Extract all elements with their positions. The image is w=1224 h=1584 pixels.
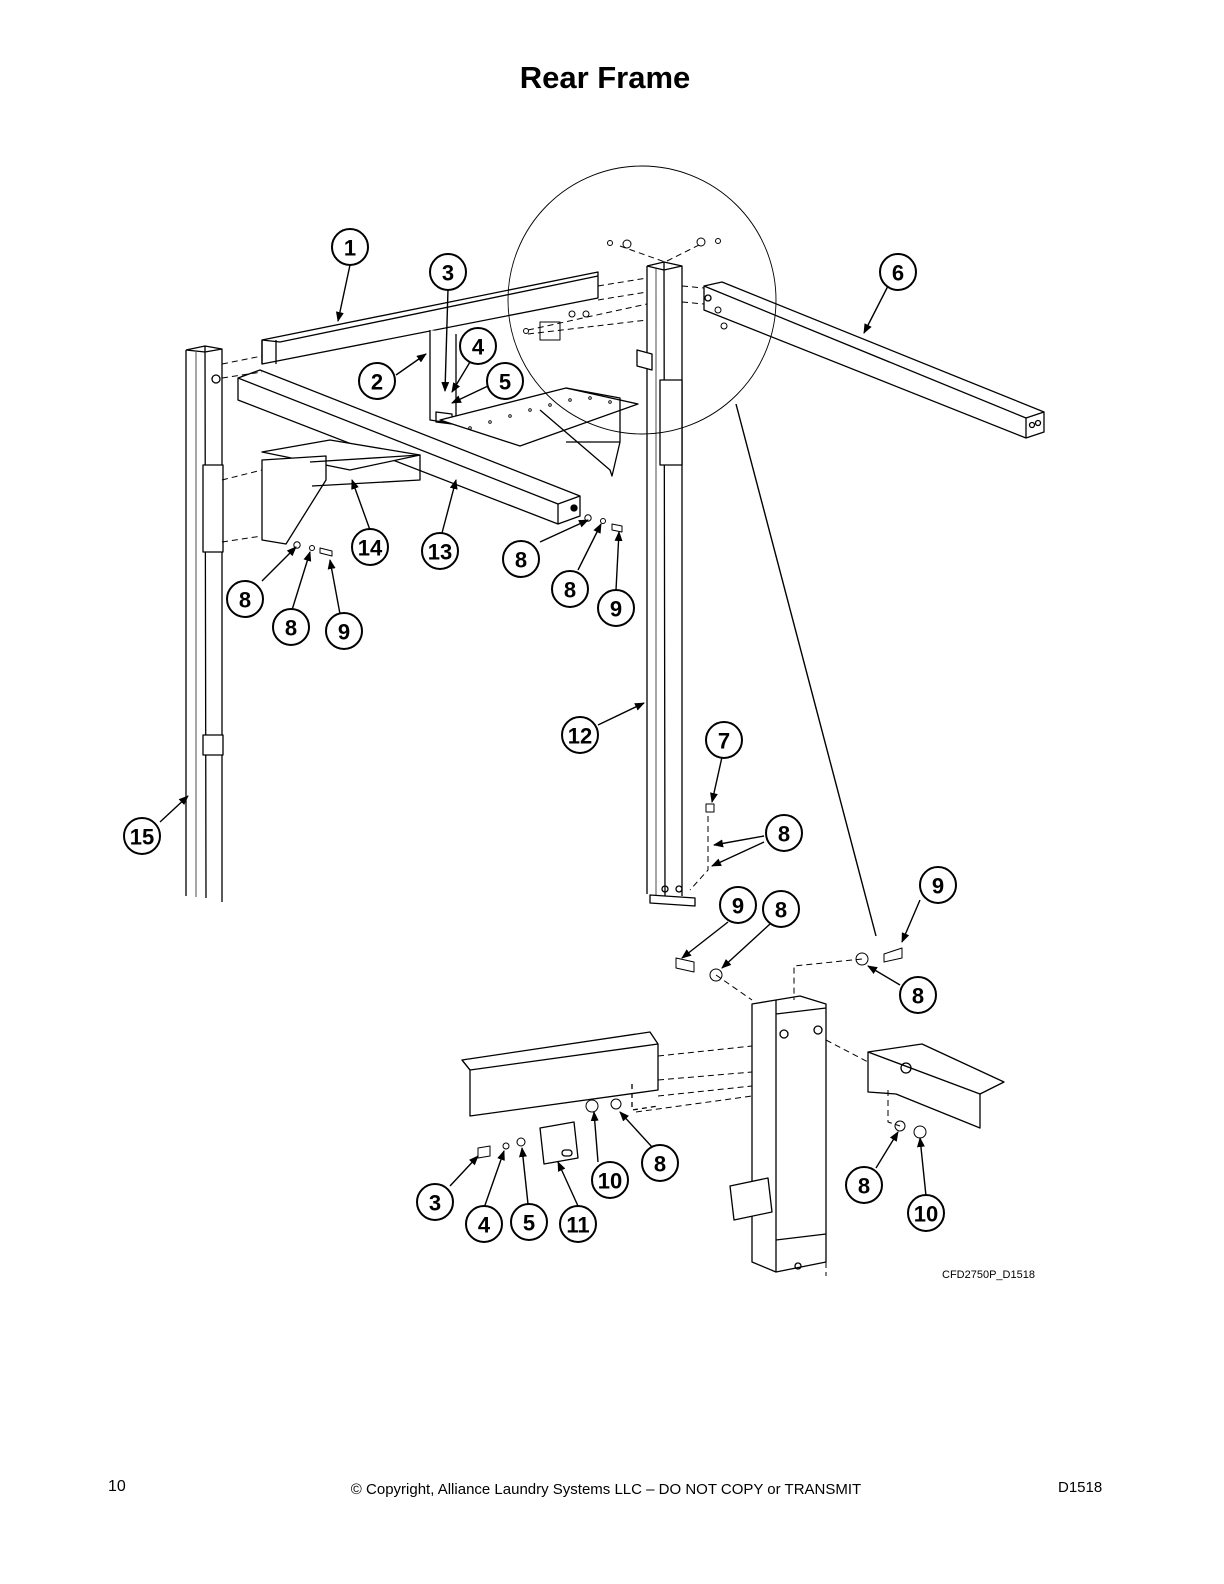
right-side-beam xyxy=(703,281,1045,439)
svg-text:4: 4 xyxy=(478,1213,491,1238)
left-upright-post xyxy=(185,345,224,902)
svg-text:10: 10 xyxy=(598,1169,622,1194)
callout-8: 8 xyxy=(899,976,937,1014)
leader-arrows xyxy=(159,264,927,1209)
callout-2: 2 xyxy=(358,362,396,400)
callout-14: 14 xyxy=(351,528,389,566)
detail-circle xyxy=(507,165,777,435)
callout-7: 7 xyxy=(705,721,743,759)
callout-9: 9 xyxy=(597,589,635,627)
svg-text:12: 12 xyxy=(568,724,592,749)
svg-text:8: 8 xyxy=(775,898,787,923)
callout-8: 8 xyxy=(845,1166,883,1204)
callout-12: 12 xyxy=(561,716,599,754)
detail-leader-line xyxy=(735,403,877,937)
callout-9: 9 xyxy=(719,886,757,924)
drawing-id: CFD2750P_D1518 xyxy=(942,1269,1035,1281)
svg-text:8: 8 xyxy=(654,1152,666,1177)
svg-text:8: 8 xyxy=(778,822,790,847)
right-upright-post xyxy=(636,261,696,907)
svg-text:2: 2 xyxy=(371,370,383,395)
callout-4: 4 xyxy=(465,1205,503,1243)
callout-3: 3 xyxy=(429,253,467,291)
svg-text:10: 10 xyxy=(914,1202,938,1227)
detail-post xyxy=(729,995,827,1273)
detail-left-beam xyxy=(461,1031,659,1117)
callout-9: 9 xyxy=(325,612,363,650)
callout-4: 4 xyxy=(459,327,497,365)
svg-text:9: 9 xyxy=(932,874,944,899)
callout-6: 6 xyxy=(879,253,917,291)
svg-text:5: 5 xyxy=(523,1211,535,1236)
svg-text:14: 14 xyxy=(358,536,383,561)
page-title: Rear Frame xyxy=(519,60,691,95)
page-number: 10 xyxy=(108,1478,126,1495)
svg-text:8: 8 xyxy=(285,616,297,641)
svg-text:8: 8 xyxy=(239,588,251,613)
callout-3: 3 xyxy=(416,1183,454,1221)
front-cross-beam xyxy=(237,369,581,525)
callout-10: 10 xyxy=(591,1161,629,1199)
svg-text:6: 6 xyxy=(892,261,904,286)
copyright-notice: © Copyright, Alliance Laundry Systems LL… xyxy=(350,1481,862,1498)
svg-text:5: 5 xyxy=(499,370,511,395)
svg-text:7: 7 xyxy=(718,729,730,754)
callout-8: 8 xyxy=(765,814,803,852)
callout-5: 5 xyxy=(486,362,524,400)
svg-text:11: 11 xyxy=(566,1213,589,1238)
callout-8: 8 xyxy=(226,580,264,618)
callout-8: 8 xyxy=(762,890,800,928)
callout-10: 10 xyxy=(907,1194,945,1232)
callout-11: 11 xyxy=(559,1205,597,1243)
callout-8: 8 xyxy=(502,540,540,578)
svg-text:9: 9 xyxy=(732,894,744,919)
assembly-lines xyxy=(221,243,901,1276)
detail-bracket xyxy=(539,1121,579,1165)
svg-text:13: 13 xyxy=(428,540,452,565)
svg-text:4: 4 xyxy=(472,335,485,360)
callout-15: 15 xyxy=(123,817,161,855)
center-bracket xyxy=(429,330,457,425)
callout-8: 8 xyxy=(641,1144,679,1182)
callout-1: 1 xyxy=(331,228,369,266)
svg-text:8: 8 xyxy=(564,578,576,603)
callout-8: 8 xyxy=(272,608,310,646)
lower-cross-beam xyxy=(261,439,421,545)
svg-text:8: 8 xyxy=(858,1174,870,1199)
svg-text:1: 1 xyxy=(344,236,356,261)
callout-9: 9 xyxy=(919,866,957,904)
svg-text:8: 8 xyxy=(912,984,924,1009)
callout-8: 8 xyxy=(551,570,589,608)
document-code: D1518 xyxy=(1058,1479,1103,1496)
svg-text:3: 3 xyxy=(429,1191,441,1216)
svg-text:9: 9 xyxy=(610,597,622,622)
detail-right-beam xyxy=(867,1043,1005,1129)
callout-13: 13 xyxy=(421,532,459,570)
svg-text:9: 9 xyxy=(338,620,350,645)
svg-text:15: 15 xyxy=(130,825,154,850)
shelf-plate xyxy=(439,387,639,477)
svg-text:8: 8 xyxy=(515,548,527,573)
svg-text:3: 3 xyxy=(442,261,454,286)
callout-5: 5 xyxy=(510,1203,548,1241)
